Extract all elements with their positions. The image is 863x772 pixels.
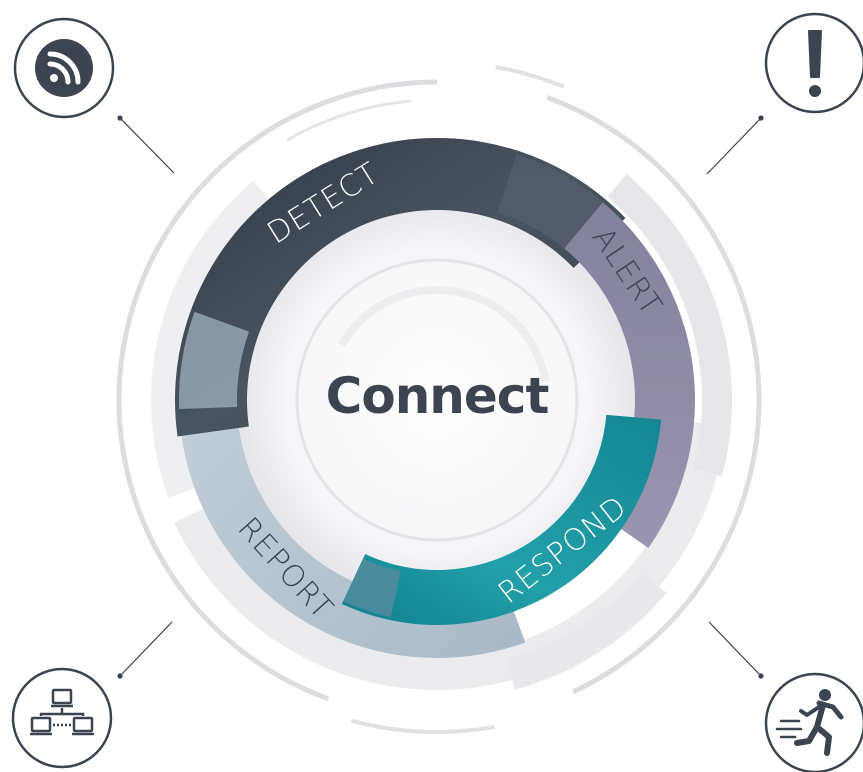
background-ring-line bbox=[286, 99, 411, 142]
connector-dot-top-right bbox=[758, 115, 764, 121]
rss-feed-icon[interactable] bbox=[13, 17, 115, 119]
segment-overlap bbox=[178, 311, 250, 410]
segment-overlap bbox=[343, 558, 401, 618]
background-ring-line bbox=[546, 95, 762, 695]
inner-ring-line bbox=[295, 258, 579, 542]
background-ring-line bbox=[495, 65, 565, 89]
background-ring-line bbox=[350, 718, 495, 734]
cycle-segments bbox=[174, 137, 695, 658]
segment-report bbox=[178, 286, 526, 658]
icon-connectors bbox=[117, 115, 764, 679]
network-computers-icon[interactable] bbox=[11, 667, 113, 769]
inner-faint-arc bbox=[338, 286, 550, 382]
connector-bottom-right bbox=[708, 621, 762, 677]
background-arc bbox=[607, 174, 733, 477]
center-title: Connect bbox=[326, 367, 549, 425]
running-person-icon[interactable] bbox=[764, 672, 863, 772]
connector-dot-bottom-right bbox=[758, 673, 764, 679]
segment-overlap bbox=[498, 154, 603, 249]
connector-bottom-left bbox=[119, 621, 173, 677]
exclamation-icon[interactable] bbox=[764, 12, 863, 114]
background-arc bbox=[506, 572, 667, 690]
background-ring-line bbox=[116, 79, 438, 702]
connector-top-left bbox=[119, 117, 175, 174]
connector-top-right bbox=[706, 117, 762, 175]
connector-dot-bottom-left bbox=[117, 673, 123, 679]
segment-respond bbox=[341, 414, 662, 626]
connector-dot-top-left bbox=[117, 115, 123, 121]
